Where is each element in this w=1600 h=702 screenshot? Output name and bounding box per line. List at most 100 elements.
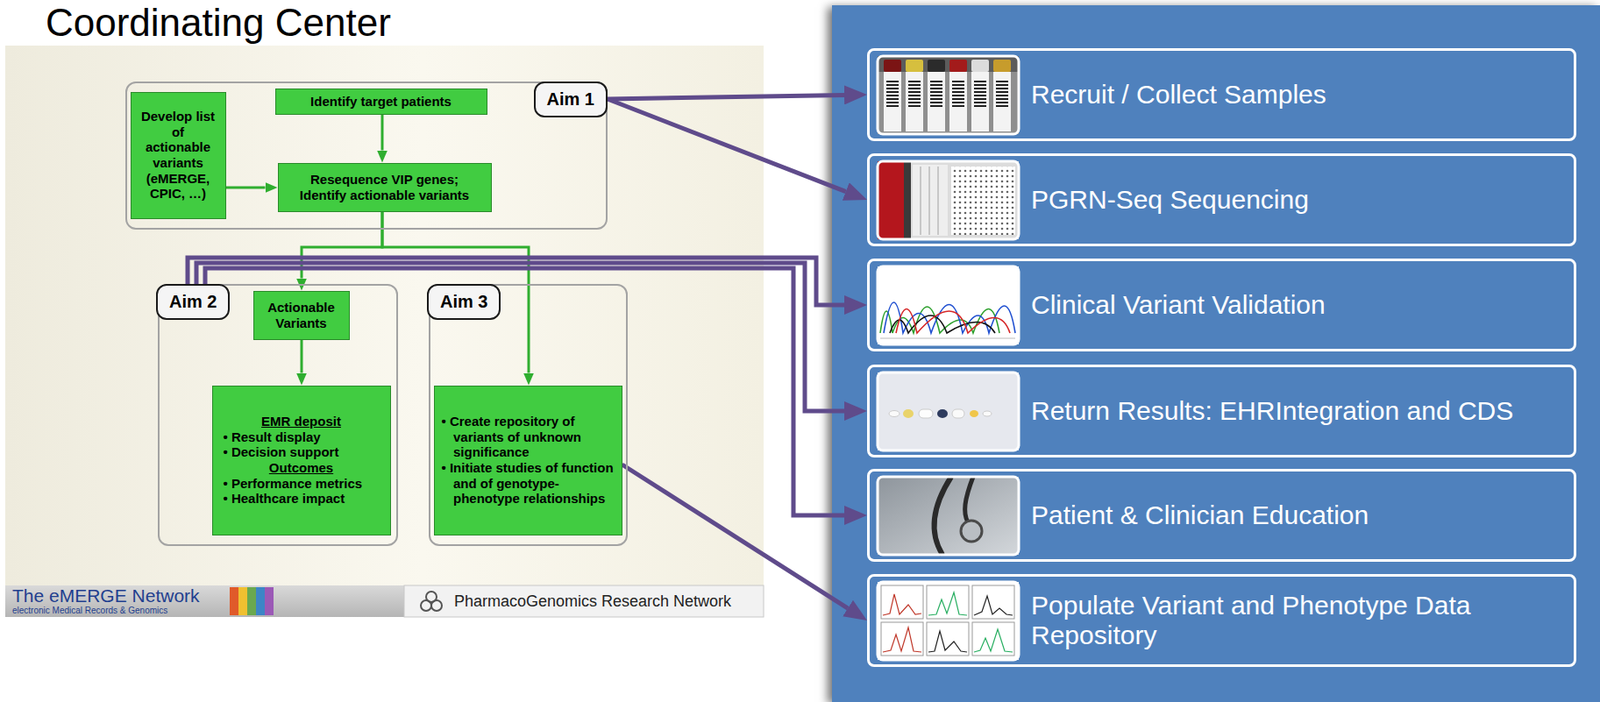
sequencer-photo xyxy=(903,161,911,240)
sample-tubes-photo xyxy=(995,80,1009,107)
step-text: Recruit / Collect Samples xyxy=(1031,79,1327,111)
connector-arrow xyxy=(607,94,845,100)
sequencer-photo xyxy=(912,164,948,236)
picture-frames xyxy=(877,161,1019,240)
process-box: EMR deposit• Result display• Decision su… xyxy=(212,385,392,536)
sample-tubes-photo xyxy=(971,71,989,132)
slide-footer xyxy=(420,600,432,612)
process-box: Develop list of actionable variants (eME… xyxy=(130,92,227,220)
aim-label: Aim 1 xyxy=(533,81,608,118)
pills-photo xyxy=(982,411,992,417)
pills-photo xyxy=(877,372,1019,451)
sample-tubes-photo xyxy=(949,71,968,132)
step-text: Patient & Clinician Education xyxy=(1031,500,1369,532)
sample-tubes-photo xyxy=(877,56,1019,135)
slide-footer xyxy=(264,587,274,616)
box-text: Outcomes xyxy=(220,460,384,477)
aim-group: Aim 2 Actionable VariantsEMR deposit• Res… xyxy=(157,284,399,547)
pills-photo xyxy=(903,409,914,419)
phenotype-charts-picture xyxy=(877,582,1019,661)
slide-footer xyxy=(256,587,265,616)
sample-tubes-photo xyxy=(952,80,965,107)
phenotype-charts-picture xyxy=(877,582,1019,661)
network-logo-subtext: electronic Medical Records & Genomics xyxy=(12,605,168,616)
aim-group: Aim 1 Develop list of actionable variants… xyxy=(125,81,608,230)
chromatogram-picture xyxy=(880,338,1016,340)
chromatogram-picture xyxy=(877,266,1019,345)
aim-group: Aim 3 • Create repository of variants of … xyxy=(428,284,628,547)
stethoscope-photo xyxy=(960,520,982,542)
pills-photo xyxy=(918,409,933,419)
box-text: • Result display xyxy=(220,429,384,446)
network-logo-text: PharmacoGenomics Research Network xyxy=(454,593,732,612)
picture-frames xyxy=(877,56,1019,135)
sample-tubes-photo xyxy=(908,80,921,107)
picture-frames xyxy=(877,476,1019,555)
sequencer-photo xyxy=(951,166,1016,235)
label-holder: The eMERGE Network xyxy=(12,586,200,605)
connector-arrow xyxy=(381,114,384,151)
sample-tubes-photo xyxy=(949,59,968,72)
workflow-step: Populate Variant and Phenotype Data Repo… xyxy=(867,574,1577,668)
box-text: • Performance metrics xyxy=(220,476,384,492)
slide-footer xyxy=(229,587,239,616)
box-text: EMR deposit xyxy=(220,413,384,430)
phenotype-charts-picture xyxy=(882,627,922,653)
picture-frames xyxy=(877,582,1019,661)
sequencer-photo xyxy=(877,161,904,240)
stethoscope-photo xyxy=(933,476,952,555)
title: Coordinating Center xyxy=(45,1,392,44)
sample-tubes-photo xyxy=(886,80,899,107)
connector-arrow xyxy=(382,212,529,374)
stethoscope-photo xyxy=(965,476,974,523)
pills-photo xyxy=(969,410,979,418)
phenotype-charts-picture xyxy=(928,631,968,653)
sequencer-photo xyxy=(877,161,1019,240)
phenotype-charts-picture xyxy=(881,585,924,619)
sample-tubes-photo xyxy=(927,59,946,72)
aim-label-holder: Aim 1 xyxy=(533,81,608,118)
process-box: Identify target patients xyxy=(275,88,488,115)
sample-tubes-photo xyxy=(905,71,924,132)
slide-footer xyxy=(431,600,442,612)
sample-tubes-photo xyxy=(877,56,1019,135)
box-text: • Healthcare impact xyxy=(220,490,384,507)
box-text: • Decision support xyxy=(220,444,384,461)
pills-photo xyxy=(937,409,948,419)
process-box: Actionable Variants xyxy=(253,291,350,341)
sample-tubes-photo xyxy=(993,59,1011,72)
picture-frames xyxy=(877,372,1019,451)
workflow-step: PGRN-Seq Sequencing xyxy=(867,153,1577,247)
sample-tubes-photo xyxy=(883,71,902,132)
phenotype-charts-picture xyxy=(972,622,1015,656)
label-holder: electronic Medical Records & Genomics xyxy=(12,605,168,616)
step-text: Populate Variant and Phenotype Data Repo… xyxy=(1031,590,1565,652)
aim-label-holder: Aim 2 xyxy=(156,284,230,320)
sample-tubes-photo xyxy=(971,59,989,72)
box-text: • Create repository of variants of unkno… xyxy=(441,413,615,461)
connector-arrow xyxy=(300,340,304,374)
connectors xyxy=(187,94,848,609)
pills-photo xyxy=(877,372,1019,451)
picture-frames xyxy=(877,56,1019,661)
phenotype-charts-picture xyxy=(882,594,922,616)
chromatogram-picture xyxy=(883,302,1016,334)
network-logo-text: The eMERGE Network xyxy=(12,586,200,605)
connector-arrow xyxy=(607,99,847,192)
sample-tubes-photo xyxy=(927,71,946,132)
box-text: Develop list of actionable variants (eME… xyxy=(138,108,219,201)
step-text: Return Results: EHRIntegration and CDS xyxy=(1031,396,1514,427)
workflow-step: Recruit / Collect Samples xyxy=(867,48,1577,142)
chromatogram-picture xyxy=(877,266,1019,345)
step-text: PGRN-Seq Sequencing xyxy=(1031,184,1309,216)
connector-arrow xyxy=(226,186,266,190)
sample-tubes-photo xyxy=(905,59,924,72)
aim-label: Aim 3 xyxy=(426,284,501,320)
box-text: • Initiate studies of function and of ge… xyxy=(441,460,615,507)
phenotype-charts-picture xyxy=(974,629,1013,653)
pills-photo xyxy=(952,409,965,419)
sample-tubes-photo xyxy=(883,59,902,72)
process-box: • Create repository of variants of unkno… xyxy=(433,385,623,536)
connector-arrow xyxy=(622,464,849,609)
